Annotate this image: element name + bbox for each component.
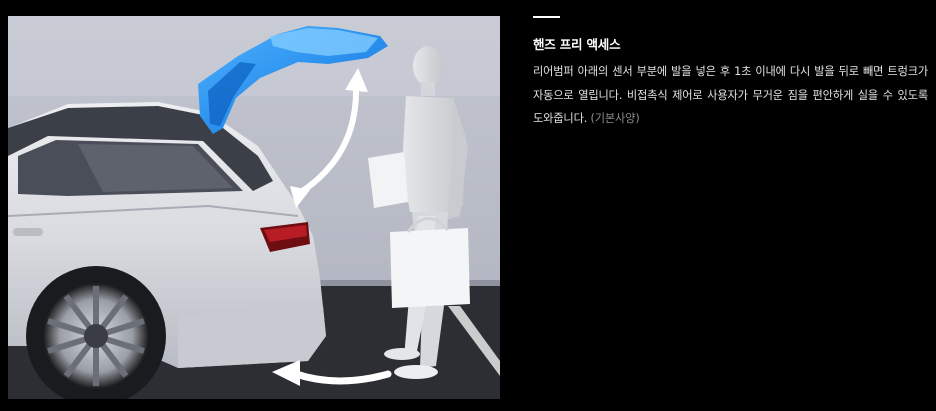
feature-text-panel: 핸즈 프리 액세스 리어범퍼 아래의 센서 부분에 발을 넣은 후 1초 이내에… bbox=[533, 16, 928, 131]
feature-illustration bbox=[8, 16, 500, 399]
curved-double-arrow-icon bbox=[290, 68, 368, 208]
feature-description: 리어범퍼 아래의 센서 부분에 발을 넣은 후 1초 이내에 다시 발을 뒤로 … bbox=[533, 65, 928, 125]
feature-note: (기본사양) bbox=[590, 112, 640, 125]
feature-title: 핸즈 프리 액세스 bbox=[533, 37, 621, 52]
feature-description-block: 리어범퍼 아래의 센서 부분에 발을 넣은 후 1초 이내에 다시 발을 뒤로 … bbox=[533, 60, 928, 131]
accent-line bbox=[533, 16, 560, 18]
curved-arrow-left-icon bbox=[272, 360, 392, 386]
